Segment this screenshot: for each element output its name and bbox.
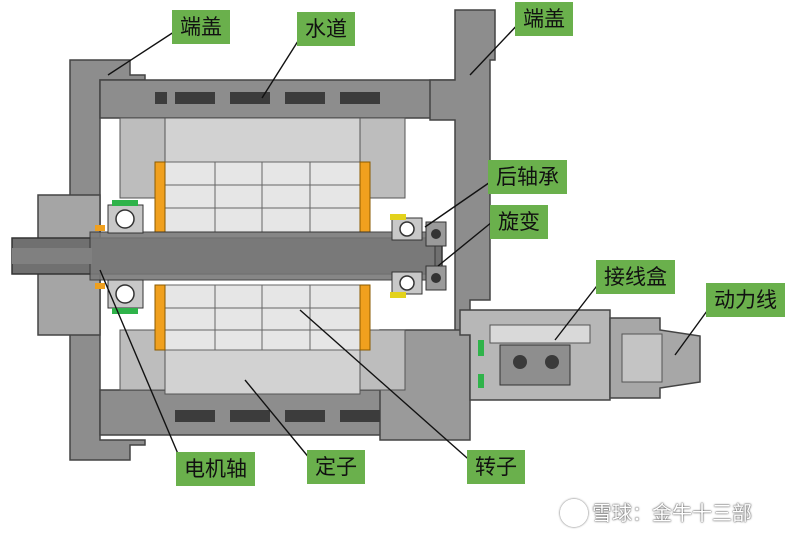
label-end-cover-left: 端盖: [172, 10, 230, 44]
left-end-cover: [69, 59, 146, 461]
label-resolver: 旋变: [490, 205, 548, 239]
power-cable: [609, 317, 701, 399]
label-junction-box: 接线盒: [596, 260, 675, 294]
label-end-cover-right: 端盖: [515, 2, 573, 36]
label-stator: 定子: [307, 450, 365, 484]
label-rotor: 转子: [467, 450, 525, 484]
rotor-end-rings: [154, 161, 371, 351]
resolver: [425, 221, 447, 291]
watermark: 雪球：金牛十三部: [560, 498, 752, 528]
rotor-core: [164, 161, 361, 351]
motor-housing: [37, 9, 496, 461]
housing-top-wall: [99, 79, 461, 119]
junction-box: [459, 309, 611, 401]
label-power-cable: 动力线: [706, 283, 785, 317]
snowball-logo-icon: [560, 498, 588, 527]
front-bearing: [95, 200, 144, 314]
motor-shaft: [11, 231, 443, 281]
water-channels: [155, 92, 380, 422]
label-water-channel: 水道: [297, 12, 355, 46]
watermark-text: 雪球：金牛十三部: [592, 501, 752, 525]
label-rear-bearing: 后轴承: [488, 160, 567, 194]
label-motor-shaft: 电机轴: [176, 452, 255, 486]
rear-bearing: [390, 214, 423, 298]
